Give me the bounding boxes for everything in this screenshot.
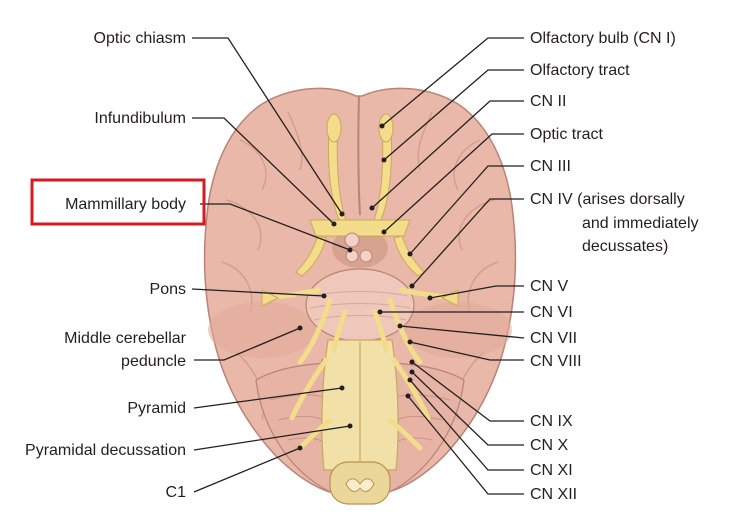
label-cn-x: CN X [530, 437, 569, 454]
label-cn-v: CN V [530, 278, 569, 295]
label-pyramidal-decussation: Pyramidal decussation [25, 442, 186, 459]
label-cn-iii: CN III [530, 158, 571, 175]
label-cn-vi: CN VI [530, 304, 573, 321]
label-cn-viii: CN VIII [530, 353, 582, 370]
label-cn-xii: CN XII [530, 486, 577, 503]
label-optic-chiasm: Optic chiasm [94, 30, 186, 47]
label-middle-cerebellar-line2: peduncle [121, 353, 186, 370]
left-labels: Optic chiasm Infundibulum Mammillary bod… [25, 30, 187, 501]
leader-lines [191, 37, 525, 495]
brain-illustration [203, 87, 517, 505]
label-cn-ix: CN IX [530, 413, 573, 430]
longitudinal-fissure [357, 95, 361, 216]
label-cn-iv-line3: decussates) [582, 238, 668, 255]
olfactory-nerves [326, 113, 394, 223]
label-c1: C1 [166, 484, 187, 501]
label-middle-cerebellar-line1: Middle cerebellar [64, 330, 187, 347]
label-cn-iv-line1: CN IV (arises dorsally [530, 191, 685, 208]
label-mammillary-body: Mammillary body [65, 196, 186, 213]
label-cn-iv-line2: and immediately [582, 215, 699, 232]
label-pyramid: Pyramid [127, 400, 186, 417]
label-cn-xi: CN XI [530, 462, 573, 479]
spinal-cord-section [329, 461, 391, 505]
pons-shape [305, 268, 415, 342]
label-optic-tract: Optic tract [530, 126, 603, 143]
label-olfactory-bulb: Olfactory bulb (CN I) [530, 30, 676, 47]
label-cn-ii: CN II [530, 93, 566, 110]
mammillary-body-highlight [30, 178, 206, 226]
label-infundibulum: Infundibulum [94, 110, 186, 127]
leader-endpoints [297, 123, 433, 451]
label-cn-vii: CN VII [530, 330, 577, 347]
label-olfactory-tract: Olfactory tract [530, 62, 630, 79]
label-pons: Pons [150, 281, 186, 298]
right-labels: Olfactory bulb (CN I) Olfactory tract CN… [530, 30, 699, 503]
